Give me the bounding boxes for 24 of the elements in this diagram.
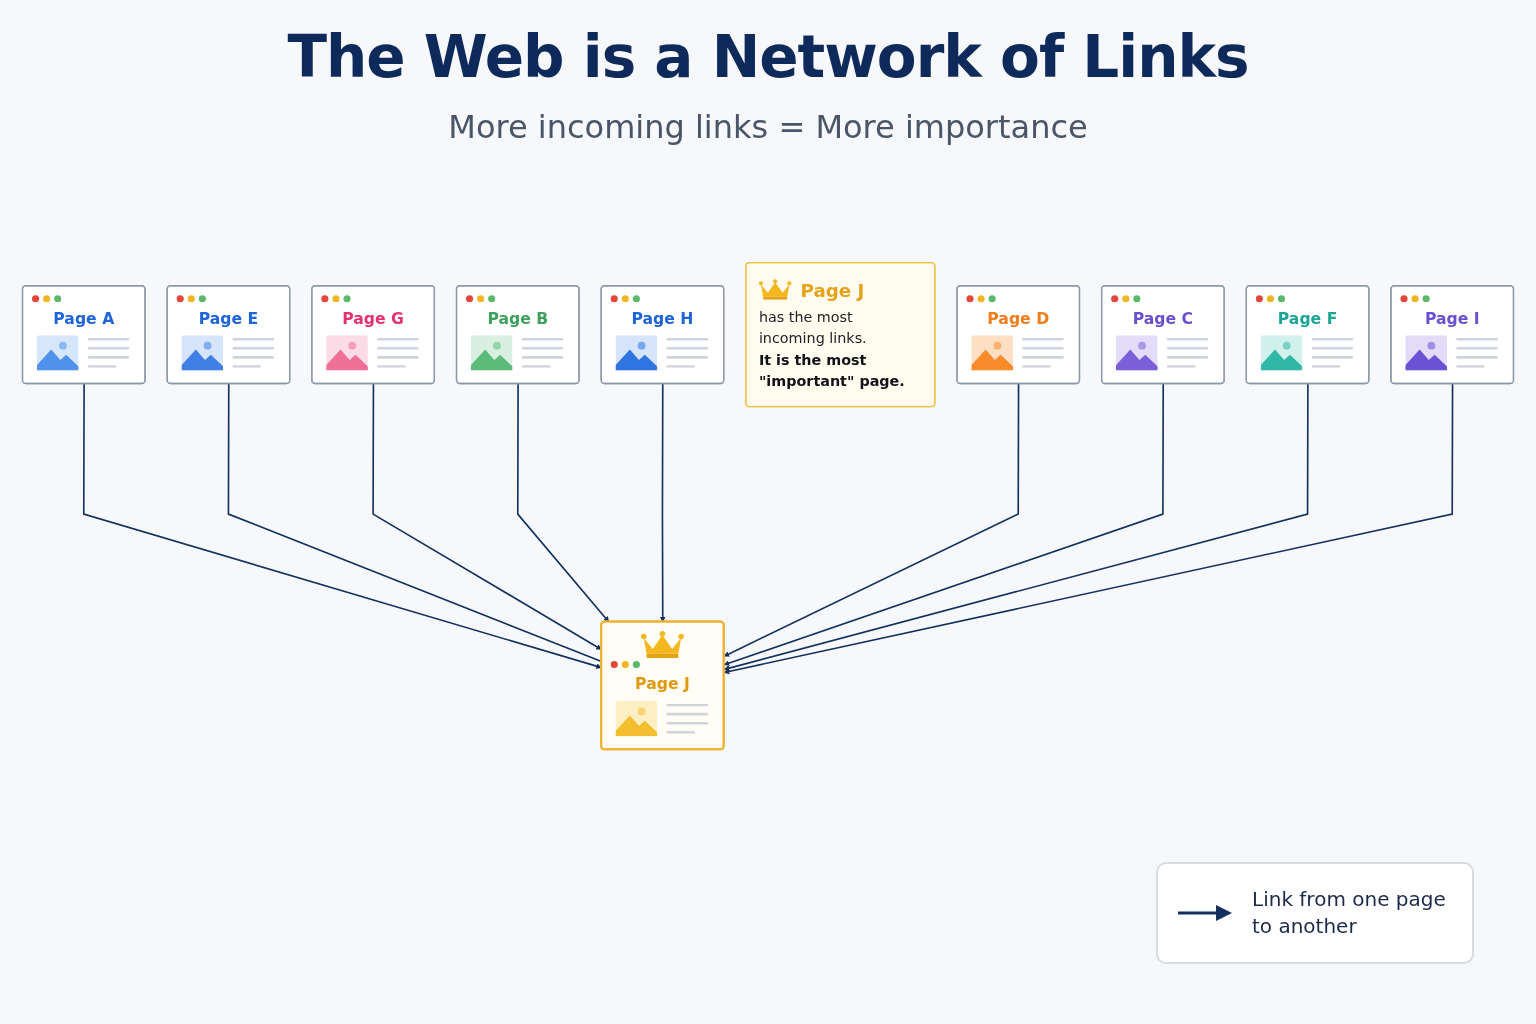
arrow bbox=[82, 383, 602, 669]
arrow bbox=[723, 383, 1309, 671]
legend-text: Link from one page to another bbox=[1252, 886, 1447, 940]
page-title: Page E bbox=[198, 309, 259, 328]
arrow bbox=[723, 383, 1165, 666]
arrow bbox=[659, 383, 666, 623]
note-heading: Page J bbox=[800, 280, 865, 302]
arrow bbox=[516, 383, 610, 623]
arrow bbox=[723, 383, 1454, 675]
note-text: has the most incoming links. bbox=[758, 308, 867, 347]
title: The Web is a Network of Links bbox=[287, 24, 1249, 91]
arrow bbox=[723, 383, 1020, 657]
page-title: Page J bbox=[635, 675, 690, 694]
subtitle: More incoming links = More importance bbox=[448, 108, 1088, 147]
page-title: Page A bbox=[53, 309, 115, 328]
page-title: Page H bbox=[631, 309, 694, 328]
page-title: Page F bbox=[1277, 309, 1338, 328]
page-title: Page G bbox=[342, 309, 404, 328]
page-title: Page D bbox=[987, 309, 1050, 328]
page-title: Page I bbox=[1424, 309, 1480, 328]
arrow bbox=[372, 383, 602, 650]
page-title: Page B bbox=[487, 309, 549, 328]
page-title: Page C bbox=[1132, 309, 1194, 328]
note-text: It is the most "important" page. bbox=[758, 351, 905, 390]
